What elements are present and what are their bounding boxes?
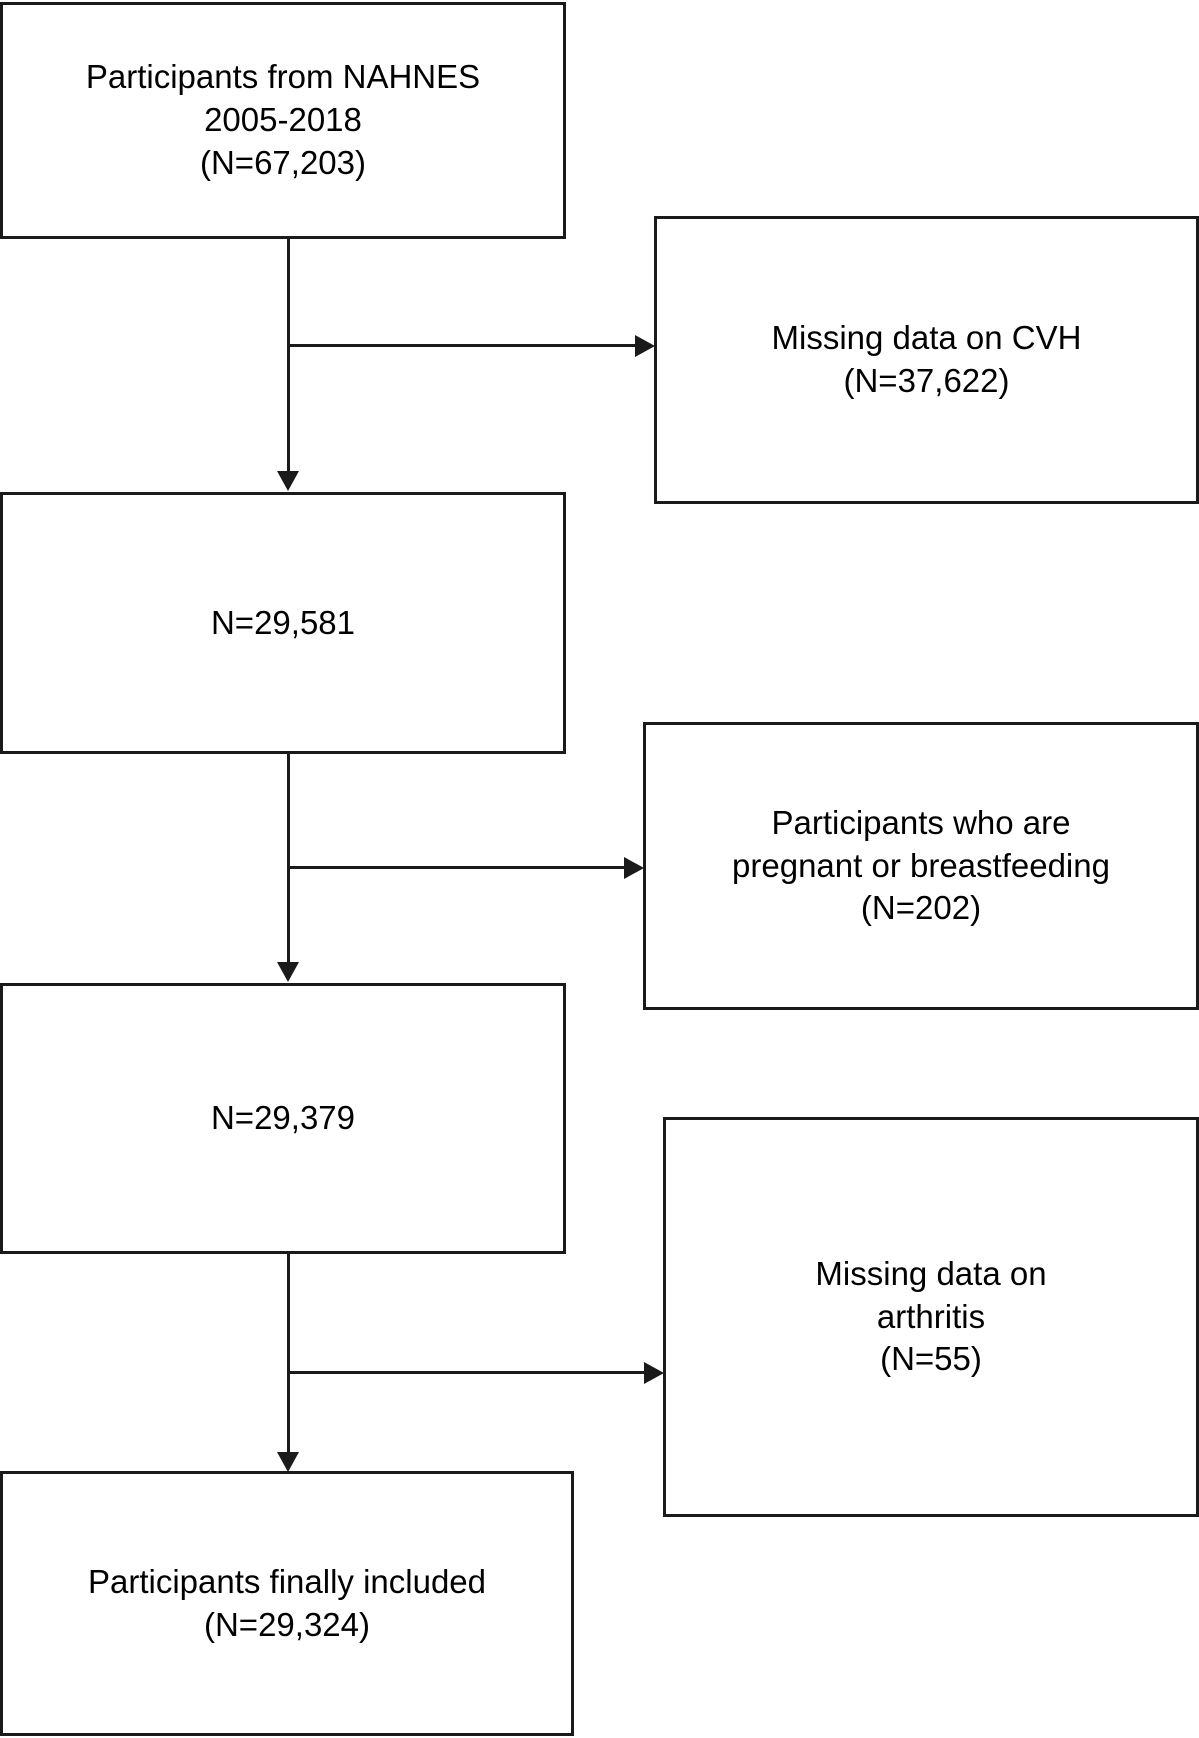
node-final-included: Participants finally included (N=29,324)	[0, 1471, 574, 1736]
connector-source-to-after-cvh	[287, 239, 290, 473]
node-exclusion-pregnant-breastfeeding: Participants who are pregnant or breastf…	[643, 722, 1199, 1010]
connector-exclusion-cvh	[287, 344, 637, 347]
node-after-pregnancy-exclusion-label: N=29,379	[210, 1099, 356, 1137]
node-exclusion-missing-cvh: Missing data on CVH (N=37,622)	[654, 216, 1199, 504]
arrowhead-after-cvh-to-after-pregnancy	[277, 962, 299, 982]
node-source-population: Participants from NAHNES 2005-2018 (N=67…	[0, 2, 566, 239]
node-exclusion-missing-cvh-label: Missing data on CVH (N=37,622)	[771, 319, 1082, 399]
arrowhead-source-to-after-cvh	[277, 471, 299, 491]
node-final-included-label: Participants finally included (N=29,324)	[87, 1562, 487, 1643]
node-after-pregnancy-exclusion: N=29,379	[0, 983, 566, 1254]
arrowhead-exclusion-pregnancy	[624, 857, 644, 879]
arrowhead-exclusion-arthritis	[644, 1362, 664, 1384]
connector-exclusion-arthritis	[287, 1371, 646, 1374]
node-source-population-label: Participants from NAHNES 2005-2018 (N=67…	[85, 58, 481, 181]
arrowhead-after-pregnancy-to-final	[277, 1452, 299, 1472]
node-exclusion-pregnant-breastfeeding-label: Participants who are pregnant or breastf…	[732, 803, 1110, 927]
connector-after-pregnancy-to-final	[287, 1254, 290, 1454]
arrowhead-exclusion-cvh	[635, 335, 655, 357]
connector-after-cvh-to-after-pregnancy	[287, 754, 290, 964]
node-exclusion-missing-arthritis-label: Missing data on arthritis (N=55)	[815, 1254, 1047, 1378]
node-after-cvh-exclusion: N=29,581	[0, 492, 566, 754]
connector-exclusion-pregnancy	[287, 866, 626, 869]
node-exclusion-missing-arthritis: Missing data on arthritis (N=55)	[663, 1117, 1199, 1517]
node-after-cvh-exclusion-label: N=29,581	[210, 603, 356, 641]
